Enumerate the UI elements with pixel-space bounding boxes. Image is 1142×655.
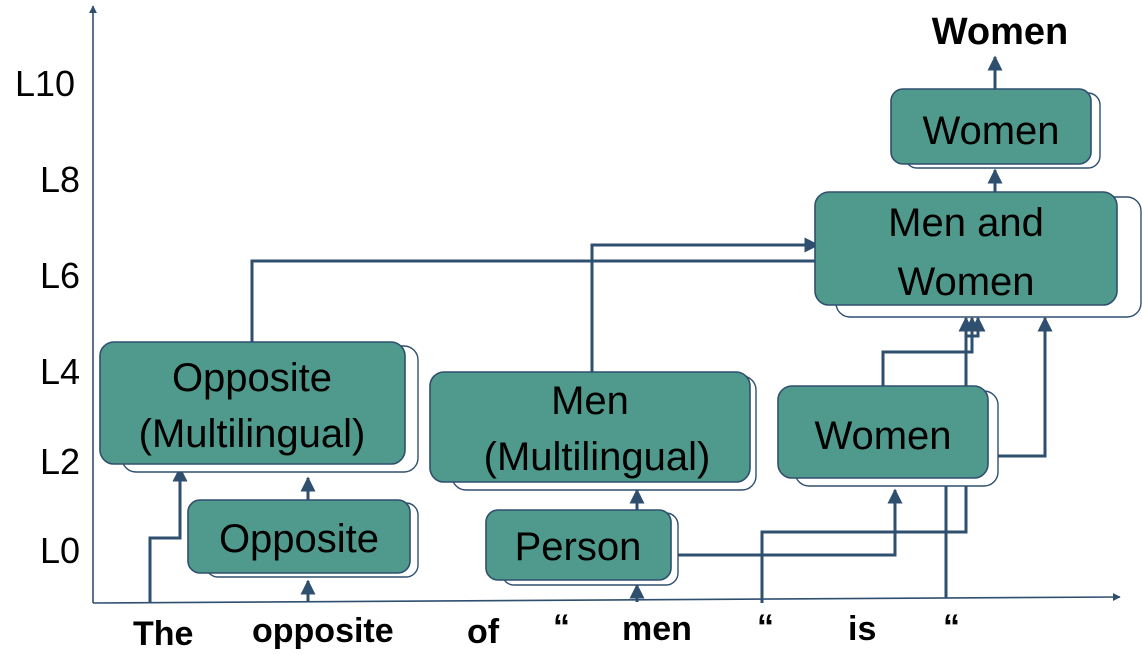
edge-men-multilingual-to-men-and-women	[590, 237, 820, 372]
node-person: Person	[485, 509, 679, 586]
token-quote-1: “	[553, 608, 570, 646]
node-opposite-multilingual: Opposite (Multilingual)	[99, 341, 419, 473]
token-the: The	[133, 615, 193, 653]
edge-opposite-multilingual-to-men-and-women	[250, 253, 852, 345]
token-opposite: opposite	[252, 612, 394, 650]
node-opposite-multilingual-line1: Opposite	[172, 356, 332, 400]
node-women-mid: Women	[777, 385, 999, 487]
layer-label-l8: L8	[40, 159, 80, 200]
output-label: Women	[932, 11, 1069, 53]
edge-person-to-women	[678, 488, 903, 557]
node-men-and-women-line2: Women	[897, 260, 1034, 304]
node-men-multilingual-line1: Men	[551, 379, 629, 423]
node-men-multilingual-line2: (Multilingual)	[484, 435, 711, 479]
edge-women-to-men-and-women-mid	[964, 316, 986, 386]
edge-women-to-men-and-women-right	[988, 316, 1053, 458]
layer-label-l10: L10	[15, 63, 75, 104]
token-of: of	[467, 613, 500, 651]
layer-label-l4: L4	[40, 351, 80, 392]
node-opposite: Opposite	[187, 499, 419, 578]
node-men-and-women-line1: Men and	[888, 201, 1044, 245]
edge-the-to-opposite-multilingual	[148, 466, 188, 603]
token-men: men	[622, 610, 692, 648]
node-women-top-label: Women	[922, 109, 1059, 153]
edge-women-to-men-and-women-left	[881, 316, 980, 386]
token-quote-2: “	[757, 608, 774, 646]
token-is: is	[848, 610, 876, 648]
token-quote-3: “	[943, 608, 960, 646]
layer-label-l6: L6	[40, 255, 80, 296]
layer-label-l0: L0	[40, 530, 80, 571]
node-men-and-women: Men and Women	[814, 191, 1142, 318]
layer-label-l2: L2	[40, 441, 80, 482]
node-men-multilingual: Men (Multilingual)	[429, 371, 757, 491]
x-axis	[92, 593, 1121, 604]
node-opposite-label: Opposite	[219, 517, 379, 561]
node-opposite-multilingual-line2: (Multilingual)	[139, 412, 366, 456]
node-women-mid-label: Women	[814, 414, 951, 458]
node-person-label: Person	[515, 525, 642, 569]
node-women-top: Women	[890, 88, 1101, 169]
